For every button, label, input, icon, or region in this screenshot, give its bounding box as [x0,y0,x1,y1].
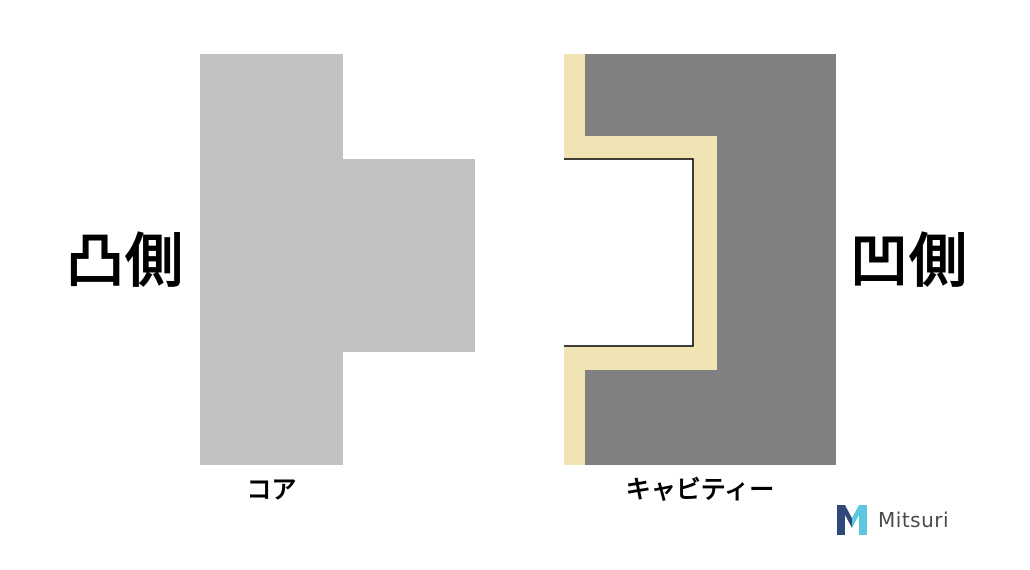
core-label: コア [246,475,297,504]
core-shape [200,54,475,465]
cavity-label: キャビティー [625,475,775,504]
recess-outline [564,158,694,347]
cavity-shape [585,54,836,465]
brand-logo: Mitsuri [834,500,949,540]
concave-side-label: 凹側 [850,227,969,295]
brand-name: Mitsuri [878,508,950,532]
convex-side-label: 凸側 [66,227,185,295]
molded-product-layer [564,54,717,465]
mitsuri-m-logo-icon [837,505,867,535]
